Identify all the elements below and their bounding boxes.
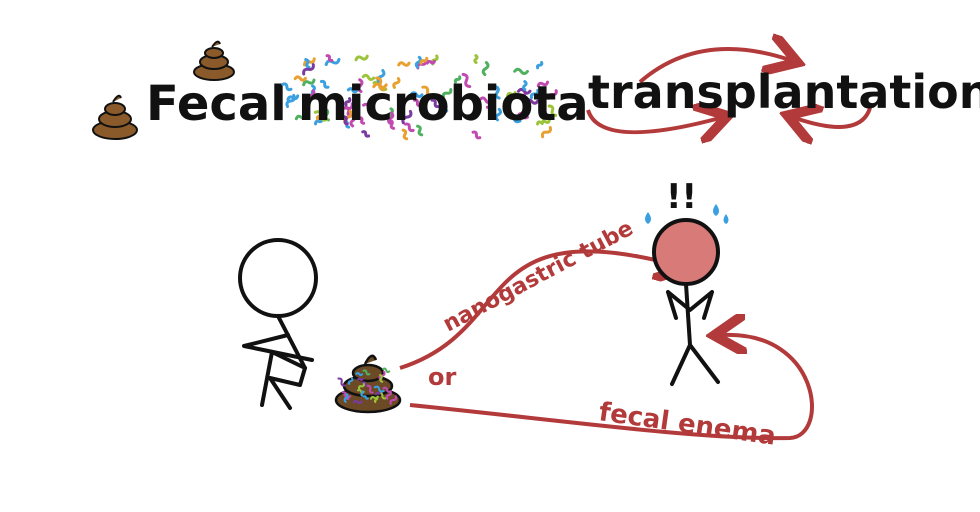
donor-head xyxy=(238,238,318,318)
title-word-fecal: Fecal xyxy=(146,76,287,132)
recipient-stick-figure xyxy=(652,218,720,386)
donor-sample-poop-icon xyxy=(334,354,402,414)
recipient-body xyxy=(684,282,692,347)
recipient-exclamation: !! xyxy=(666,177,697,217)
transplant-arrow-bottom-right xyxy=(795,108,872,127)
title-word-transplantation: transplantation xyxy=(588,65,980,119)
route-label-or: or xyxy=(428,363,456,391)
transplant-arrow-top xyxy=(638,49,790,84)
transplant-arrow-bottom-left xyxy=(586,110,720,132)
recipient-arms xyxy=(666,290,714,320)
title-word-microbiota: microbiota xyxy=(298,76,589,132)
recipient-head xyxy=(652,218,720,286)
route-label-fecal-enema: fecal enema xyxy=(597,397,778,452)
route-label-nanogastric-tube: nanogastric tube xyxy=(439,216,637,337)
donor-legs xyxy=(260,350,307,410)
sweat-drop-icon xyxy=(645,204,729,224)
nanogastric-tube-arrow xyxy=(399,251,680,370)
poop-icon xyxy=(92,94,138,140)
donor-stick-figure xyxy=(238,238,318,410)
fecal-enema-arrow xyxy=(409,335,814,441)
recipient-legs xyxy=(670,343,720,386)
poop-icon xyxy=(193,40,235,81)
microbe-confetti xyxy=(281,54,558,141)
donor-arms xyxy=(242,333,314,362)
